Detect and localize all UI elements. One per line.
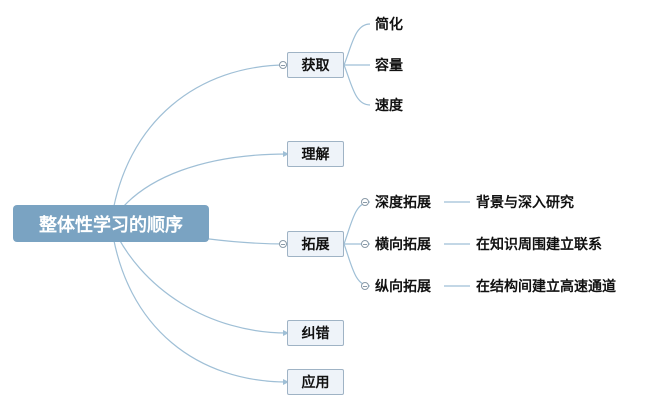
leaf-sudu-label: 速度 — [375, 98, 403, 114]
root-label: 整体性学习的顺序 — [39, 214, 183, 236]
leaf-rongliang[interactable]: 容量 — [375, 55, 403, 75]
collapse-shendu-icon[interactable] — [361, 198, 369, 206]
collapse-tuozhan-icon[interactable] — [279, 240, 287, 248]
arrowhead-yingyong — [283, 379, 289, 385]
leaf-jianhua[interactable]: 简化 — [375, 14, 403, 34]
branch-huoqu-label: 获取 — [301, 58, 330, 74]
link-tuozhan-zongxiang — [343, 243, 371, 287]
collapse-hengxiang-icon[interactable] — [361, 240, 369, 248]
branch-lijie-label: 理解 — [301, 147, 330, 163]
branch-jiucuo[interactable]: 纠错 — [287, 320, 344, 346]
collapse-huoqu-icon[interactable] — [279, 61, 287, 69]
detail-zongxiang-label: 在结构间建立高速通道 — [476, 279, 616, 295]
sub-zongxiang[interactable]: 纵向拓展 — [375, 276, 431, 296]
sub-zongxiang-label: 纵向拓展 — [375, 279, 431, 295]
detail-shendu-label: 背景与深入研究 — [476, 195, 574, 211]
arrowhead-jiucuo — [283, 330, 289, 336]
sub-shendu[interactable]: 深度拓展 — [375, 192, 431, 212]
collapse-zongxiang-icon[interactable] — [361, 282, 369, 290]
sub-hengxiang-label: 横向拓展 — [375, 237, 431, 253]
sub-hengxiang[interactable]: 横向拓展 — [375, 234, 431, 254]
link-tuozhan-shendu — [343, 201, 371, 245]
detail-shendu[interactable]: 背景与深入研究 — [476, 192, 574, 212]
link-huoqu-sudu — [343, 64, 371, 106]
leaf-jianhua-label: 简化 — [375, 17, 403, 33]
link-root-jiucuo — [110, 222, 288, 334]
branch-jiucuo-label: 纠错 — [301, 326, 330, 342]
branch-tuozhan[interactable]: 拓展 — [287, 231, 344, 257]
link-root-huoqu — [110, 64, 288, 224]
link-root-yingyong — [110, 222, 288, 383]
link-huoqu-jianhua — [343, 23, 371, 66]
detail-hengxiang-label: 在知识周围建立联系 — [476, 237, 602, 253]
sub-shendu-label: 深度拓展 — [375, 195, 431, 211]
leaf-sudu[interactable]: 速度 — [375, 95, 403, 115]
arrowhead-lijie — [283, 151, 289, 157]
detail-hengxiang[interactable]: 在知识周围建立联系 — [476, 234, 602, 254]
detail-zongxiang[interactable]: 在结构间建立高速通道 — [476, 276, 616, 296]
branch-tuozhan-label: 拓展 — [301, 237, 330, 253]
leaf-rongliang-label: 容量 — [375, 58, 403, 74]
branch-yingyong-label: 应用 — [301, 375, 330, 391]
branch-lijie[interactable]: 理解 — [287, 141, 344, 167]
root-node[interactable]: 整体性学习的顺序 — [13, 205, 209, 242]
branch-yingyong[interactable]: 应用 — [287, 369, 344, 395]
branch-huoqu[interactable]: 获取 — [287, 52, 344, 78]
